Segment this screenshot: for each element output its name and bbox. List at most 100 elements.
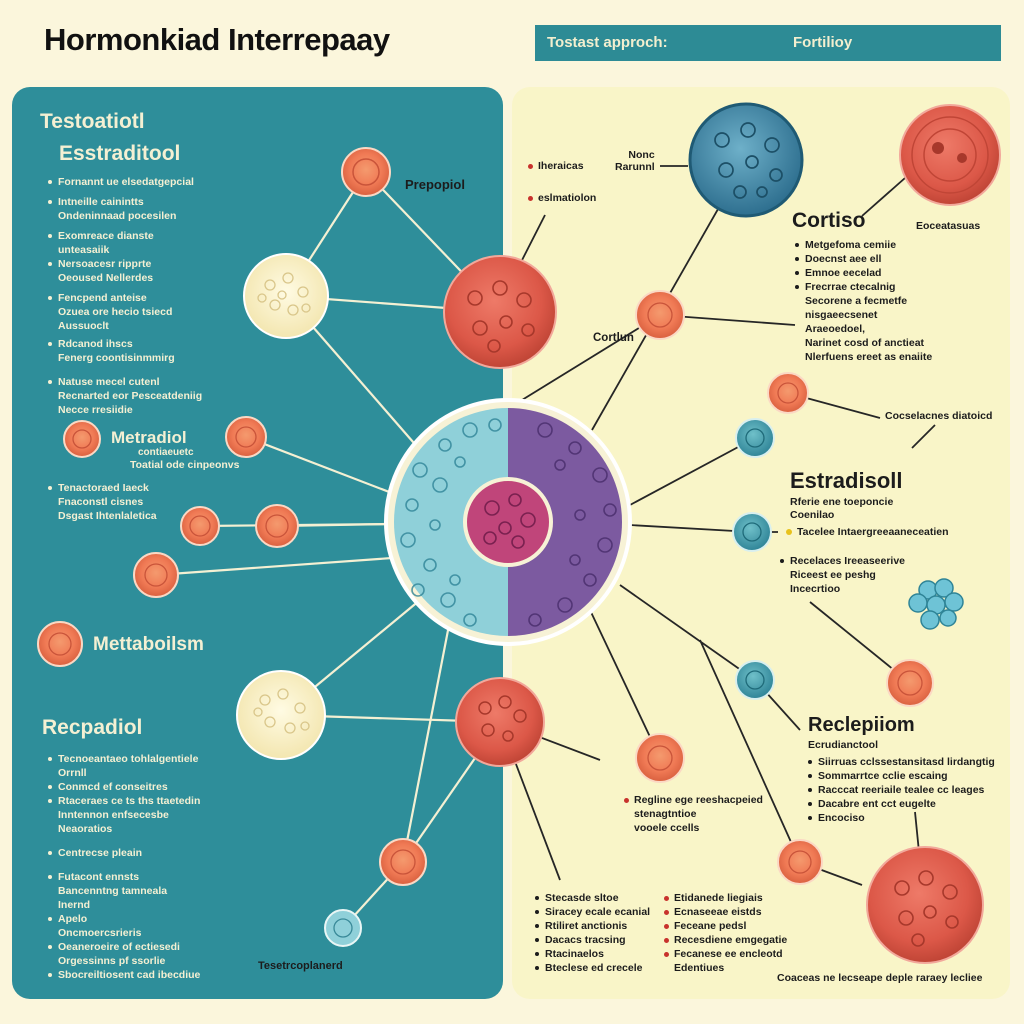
estradisoll-line-2: Coenilao <box>790 509 835 521</box>
right-top-list: Iheraicas eslmatiolon <box>528 159 596 205</box>
left-heading-1: Testoatiotl <box>40 110 145 133</box>
list-item: Emnoe eecelad <box>795 266 932 280</box>
list-item: Stecasde sltoe <box>535 891 650 905</box>
list-item: Fornannt ue elsedatgepcial <box>48 175 202 189</box>
metradiol-line-2: Toatial ode cinpeonvs <box>130 459 240 471</box>
list-item: Fnaconstl cisnes <box>58 496 144 508</box>
list-item: nisgaeecsenet <box>805 309 878 321</box>
list-item: Edentiues <box>674 962 725 974</box>
cortiso-list: Metgefoma cemiie Doecnst aee ell Emnoe e… <box>795 238 932 364</box>
list-item: Neaoratios <box>58 823 113 835</box>
list-item: Fenerg coontisinmmirg <box>58 352 175 364</box>
list-item: Rtiliret anctionis <box>535 919 650 933</box>
yellow-bullet-icon <box>786 529 792 536</box>
list-item: Araeoedoel, <box>805 323 866 335</box>
list-item: Sbocreiltiosent cad ibecdiue <box>48 968 200 982</box>
left-list-2: Tenactoraed Iaeck Fnaconstl cisnes Dsgas… <box>48 481 157 523</box>
list-item: Iheraicas <box>528 159 596 173</box>
list-item: Narinet cosd of anctieat <box>805 337 925 349</box>
list-item: Apelo <box>48 912 200 926</box>
list-item: Tacelee Intaergreeaaneceatien <box>797 526 949 538</box>
list-item: Oeoused Nellerdes <box>58 272 154 284</box>
list-item: Secorene a fecmetfe <box>805 295 908 307</box>
list-item: Dacacs tracsing <box>535 933 650 947</box>
list-item: stenagtntioe <box>634 808 697 820</box>
list-item: Oeaneroeire of ectiesedi <box>48 940 200 954</box>
list-item: Recesdiene emgegatie <box>664 933 787 947</box>
estradisoll-line-1: Rferie ene toeponcie <box>790 496 894 508</box>
coecelaces-label: Cocselacnes diatoicd <box>885 410 993 422</box>
cortlun-label: Cortlun <box>593 332 634 344</box>
list-item: Nlerfuens ereet as enaiite <box>805 351 933 363</box>
list-item: Exomreace dianste <box>48 229 202 243</box>
metradiol-line-1: contiaeuetc <box>138 447 194 458</box>
title-bar-left-label: Tostast approch: <box>547 34 668 51</box>
estradisoll-title: Estradisoll <box>790 468 903 493</box>
list-item: Recelaces Ireeaseerive <box>780 554 905 568</box>
list-item: Fencpend anteise <box>48 291 202 305</box>
list-item: Sommarrtce cclie escaing <box>808 769 995 783</box>
metradiol-title: Metradiol <box>111 428 187 447</box>
list-item: Inntennon enfsecesbe <box>58 809 169 821</box>
list-item: Ecnaseeae eistds <box>664 905 787 919</box>
list-item: Necce rresiidie <box>58 404 133 416</box>
list-item: Siirruas cclssestansitasd lirdangtig <box>808 755 995 769</box>
list-item: Riceest ee peshg <box>790 569 876 581</box>
list-item: Aussuoclt <box>58 320 109 332</box>
list-item: Ondeninnaad pocesilen <box>58 210 177 222</box>
central-cell <box>384 398 632 646</box>
list-item: Inernd <box>58 899 91 911</box>
list-item: Futacont ennsts <box>48 870 200 884</box>
cell-cluster <box>908 578 964 630</box>
list-item: Tenactoraed Iaeck <box>48 481 157 495</box>
list-item: Ozuea ore hecio tsiecd <box>58 306 173 318</box>
list-item: Recnarted eor Pesceatdeniig <box>58 390 203 402</box>
list-item: Regline ege reeshacpeied <box>624 793 763 807</box>
mid-list: Regline ege reeshacpeied stenagtntioe vo… <box>624 793 763 835</box>
right-footer-label: Coaceas ne lecseape deple raraey lecliee <box>777 972 983 984</box>
list-item: Nersoacesr ripprte <box>48 257 202 271</box>
page-title: Hormonkiad Interrepaay <box>44 22 390 57</box>
bottom-list-1: Stecasde sltoe Siracey ecale ecanial Rti… <box>535 891 650 975</box>
estradisoll-list: Recelaces Ireeaseerive Riceest ee peshg … <box>780 554 905 596</box>
left-footer-label: Tesetrcoplanerd <box>258 960 343 972</box>
prepopiol-label: Prepopiol <box>405 177 465 192</box>
list-item: Bancenntng tamneala <box>58 885 168 897</box>
reclepiom-title: Reclepiiom <box>808 714 915 736</box>
list-item: Rdcanod ihscs <box>48 337 202 351</box>
list-item: Siracey ecale ecanial <box>535 905 650 919</box>
list-item: Dsgast Ihtenlaletica <box>58 510 157 522</box>
list-item: Centrecse pleain <box>48 846 200 860</box>
list-item: unteasaiik <box>58 244 110 256</box>
recpadiol-heading: Recpadiol <box>42 716 143 739</box>
list-item: Orgessinns pf ssorlie <box>58 955 166 967</box>
list-item: Fecanese ee encleotd <box>664 947 787 961</box>
left-heading-2: Esstraditool <box>59 142 181 165</box>
list-item: Bteclese ed crecele <box>535 961 650 975</box>
list-item: Intneille cainintts <box>48 195 202 209</box>
title-bar-right-label: Fortilioy <box>793 34 853 51</box>
list-item: Oncmoercsrieris <box>58 927 142 939</box>
list-item: Rtacinaelos <box>535 947 650 961</box>
list-item: Dacabre ent cct eugelte <box>808 797 995 811</box>
list-item: eslmatiolon <box>528 191 596 205</box>
list-item: Conmcd ef conseitres <box>48 780 200 794</box>
list-item: Incecrtioo <box>790 583 841 595</box>
left-list-3: Tecnoeantaeo tohlalgentiele Orrnll Conmc… <box>48 752 200 982</box>
list-item: Racccat reeriaile tealee cc leages <box>808 783 995 797</box>
hormone-label: Nonc Rarunnl <box>615 149 655 173</box>
cortiso-title: Cortiso <box>792 209 866 232</box>
reclepiom-subtitle: Ecrudianctool <box>808 739 879 751</box>
metabolism-label: Mettaboilsm <box>93 634 204 655</box>
list-item: Metgefoma cemiie <box>795 238 932 252</box>
list-item: Doecnst aee ell <box>795 252 932 266</box>
list-item: Orrnll <box>58 767 87 779</box>
cortiso-side-label: Eoceatasuas <box>916 220 981 232</box>
list-item: Etidanede liegiais <box>664 891 787 905</box>
title-bar: Tostast approch: Fortilioy <box>535 25 1001 61</box>
list-item: vooele ccells <box>634 822 700 834</box>
list-item: Frecrrae ctecalnig <box>795 280 932 294</box>
left-list-1: Fornannt ue elsedatgepcial Intneille cai… <box>48 175 202 417</box>
right-cells <box>635 102 1001 964</box>
